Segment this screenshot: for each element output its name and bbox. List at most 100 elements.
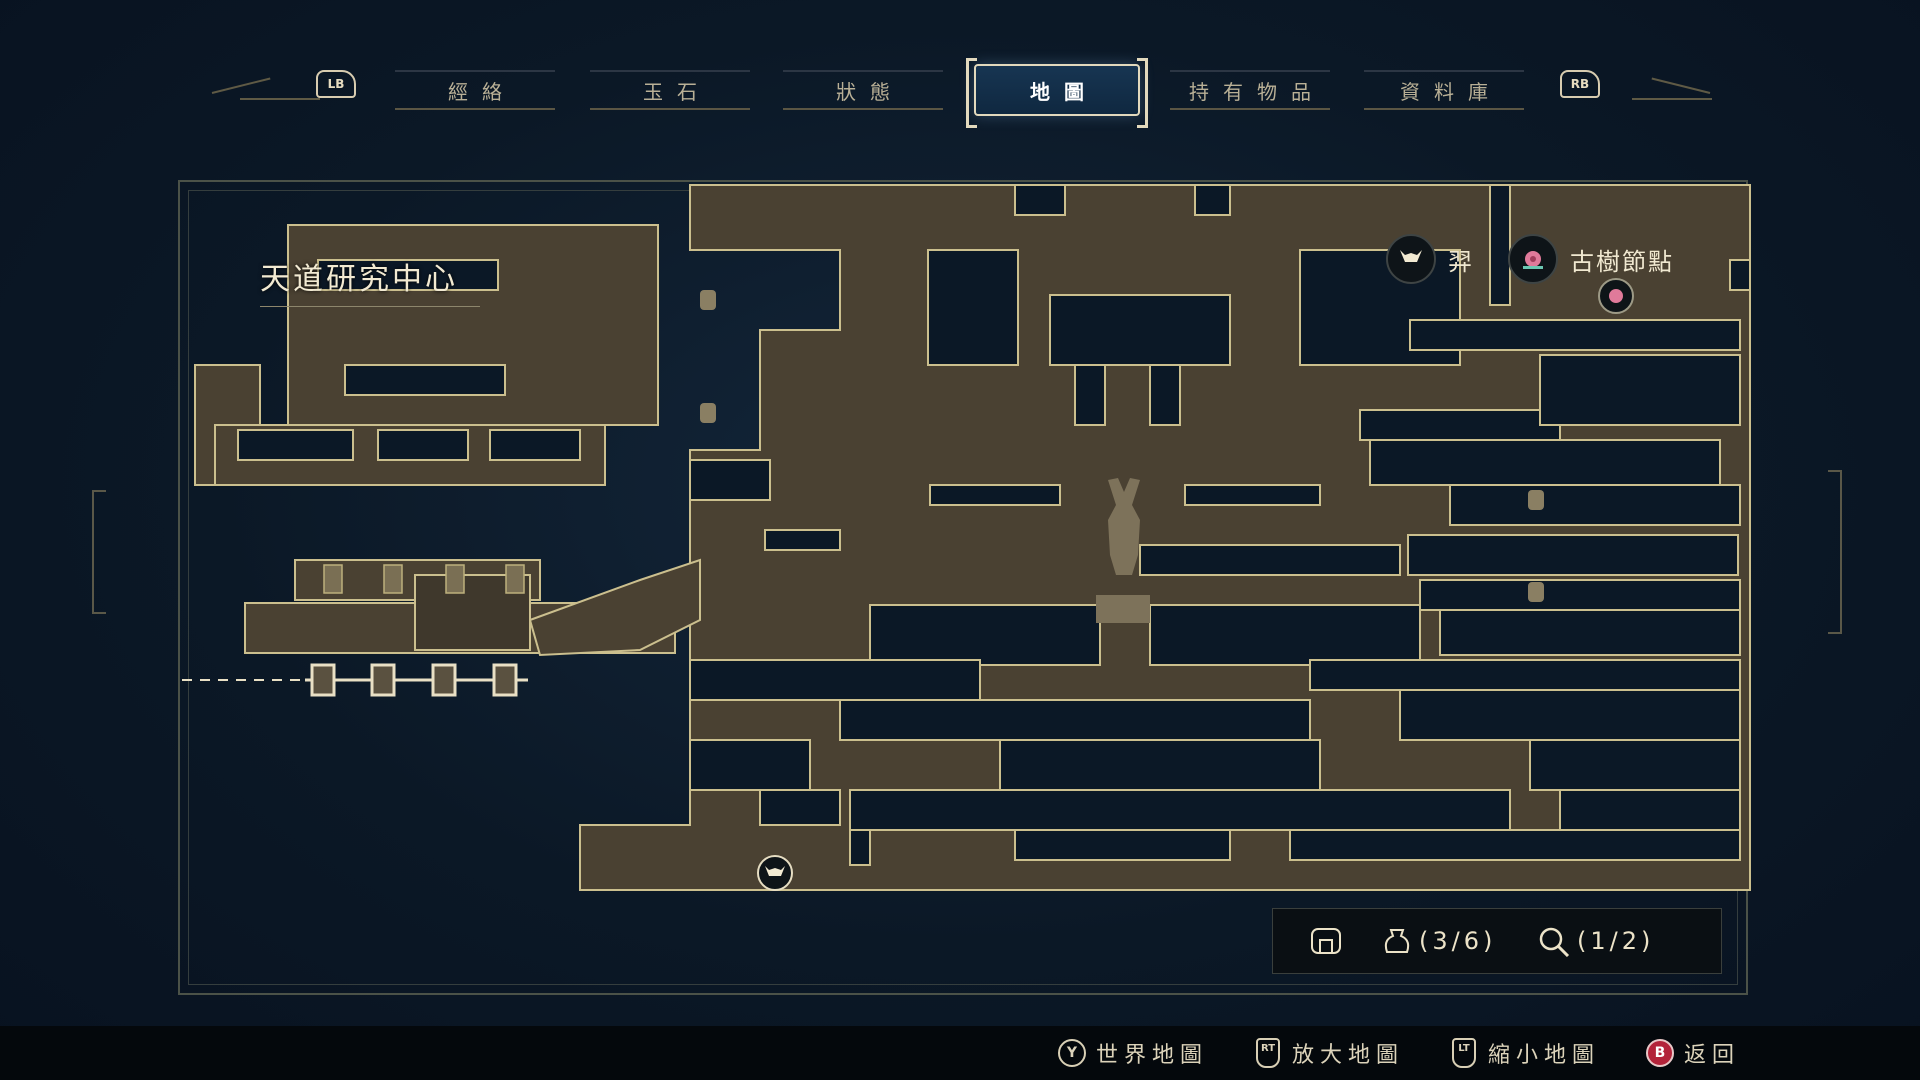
map-channel [1449,484,1741,526]
map-channel [1409,319,1741,351]
tab-status[interactable]: 狀態 [783,70,943,110]
map-channel [689,459,771,501]
tab-meridians[interactable]: 經絡 [395,70,555,110]
tab-database[interactable]: 資料庫 [1364,70,1524,110]
map-channel [849,829,871,866]
lantern-icon [700,403,716,423]
cat-face-icon [1386,234,1436,284]
map-hole [489,429,581,461]
back-hint[interactable]: B 返回 [1646,1036,1740,1070]
map-channel [1289,829,1741,861]
map-channel [929,484,1061,506]
map-hole [317,259,499,291]
lantern-icon [1528,490,1544,510]
lab-pod [383,564,403,594]
map-channel [1309,659,1741,691]
rt-trigger-icon: RT [1256,1038,1280,1068]
pouch-icon [1384,929,1410,953]
map-channel [999,739,1321,791]
map-channel [1149,364,1181,426]
lab-pods [323,564,525,594]
map-channel [1729,259,1751,291]
tree-node-marker[interactable] [1598,278,1634,314]
lab-door [492,663,518,697]
lab-doors [305,663,528,697]
map-channel [1489,184,1511,306]
tab-jade[interactable]: 玉石 [590,70,750,110]
statue-icon [1096,478,1150,623]
search-counter: (1/2) [1537,909,1654,973]
map-channel [1139,544,1401,576]
zoom-out-label: 縮小地圖 [1488,1043,1601,1068]
area-title-underline [260,306,480,307]
map-channel [839,699,1311,741]
lantern-markers [700,290,1544,602]
map-hole [344,364,506,396]
map-channel [1074,364,1106,426]
map-channel [1359,409,1561,441]
lab-pod [445,564,465,594]
map-rooms [194,184,1751,891]
chest-count: (3/6) [1419,927,1497,955]
lab-door [310,663,336,697]
rb-shoulder-button[interactable]: RB [1560,70,1600,98]
map-channel [1369,439,1721,486]
map-channel [1529,739,1741,791]
map-channel [1184,484,1321,506]
legend-yi: 羿 [1386,234,1474,284]
lab-door [431,663,457,697]
y-button-icon: Y [1058,1039,1086,1067]
map-channel [764,529,841,551]
map-channel [1407,534,1739,576]
map-info-box: (3/6) (1/2) [1272,908,1722,974]
map-room [528,558,701,657]
lantern-icon [700,290,716,310]
map-channel [849,789,1511,831]
zoom-in-label: 放大地圖 [1292,1043,1405,1068]
lab-pod [323,564,343,594]
zoom-in-hint[interactable]: RT 放大地圖 [1256,1036,1404,1070]
back-label: 返回 [1684,1043,1741,1068]
top-tab-bar: LB 經絡 玉石 狀態 地圖 持有物品 資料庫 RB [0,0,1920,130]
tab-map[interactable]: 地圖 [966,58,1148,128]
map-channel [1014,829,1231,861]
zoom-out-hint[interactable]: LT 縮小地圖 [1452,1036,1600,1070]
right-side-deco [1828,470,1842,634]
footer-bar [0,1026,1920,1080]
map-channel [1539,354,1741,426]
map-channel [689,659,981,701]
legend-yi-label: 羿 [1448,247,1474,276]
map-channel [759,789,841,826]
map-hole [377,429,469,461]
legend-tree-node-label: 古樹節點 [1570,247,1674,276]
map-channel [1149,604,1421,666]
map-channel [1049,294,1231,366]
yi-location-marker[interactable] [757,855,793,891]
tab-inventory[interactable]: 持有物品 [1170,70,1330,110]
legend-tree-node: 古樹節點 [1508,234,1674,284]
map-channel [1014,184,1066,216]
lab-pod [505,564,525,594]
map-channel [1194,184,1231,216]
nav-deco-right [1632,98,1712,100]
map-channel [869,604,1101,666]
lab-door [370,663,396,697]
gate-icon [1311,928,1341,954]
map-channel [1399,689,1741,741]
map-channel [1439,609,1741,656]
map-marker-toggle[interactable] [1309,909,1343,973]
area-title: 天道研究中心 [260,262,458,297]
chest-counter: (3/6) [1381,909,1496,973]
world-map-hint[interactable]: Y 世界地圖 [1058,1036,1208,1070]
b-button-icon: B [1646,1039,1674,1067]
search-count: (1/2) [1577,927,1655,955]
nav-deco-left-2 [240,98,320,100]
lt-trigger-icon: LT [1452,1038,1476,1068]
lb-shoulder-button[interactable]: LB [316,70,356,98]
map-channel [689,739,811,791]
map-hole [237,429,354,461]
map-channel [1419,579,1741,611]
left-side-deco [92,490,106,614]
world-map-label: 世界地圖 [1096,1043,1209,1068]
